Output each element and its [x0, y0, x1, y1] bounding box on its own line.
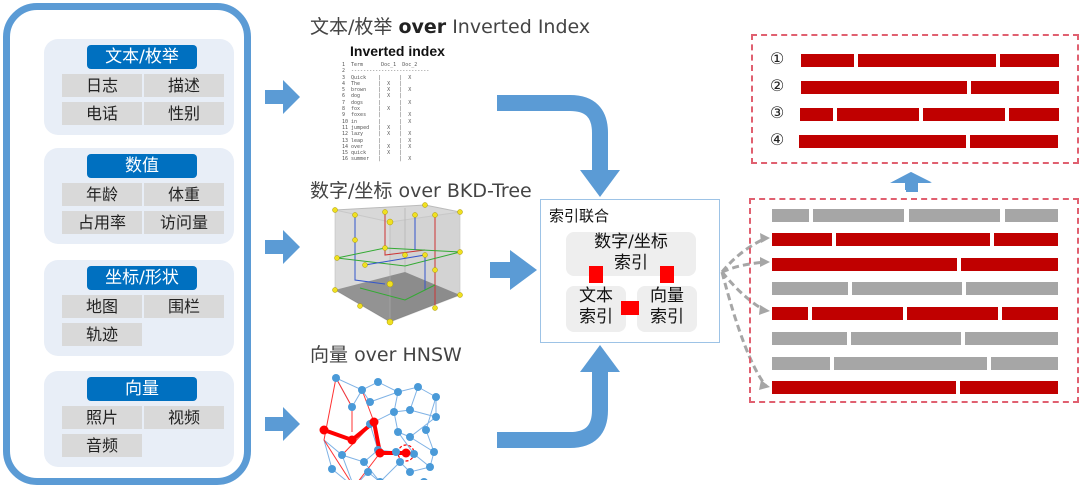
result-bar-hit — [923, 108, 1005, 121]
hnsw-figure — [319, 374, 440, 480]
vector-index: 向量 索引 — [637, 286, 697, 332]
label-cn: 数字/坐标 — [310, 180, 393, 202]
result-bar-hit — [800, 108, 833, 121]
result-bar-miss — [772, 357, 830, 370]
result-bar-hit — [960, 381, 1058, 394]
inverted-index-label: 文本/枚举 over Inverted Index — [310, 12, 590, 39]
arrow-right-icon — [265, 230, 300, 264]
result-bar-miss — [772, 282, 848, 295]
result-bar-hit — [772, 233, 832, 246]
text-index: 文本 索引 — [566, 286, 626, 332]
result-bar-hit — [837, 108, 919, 121]
result-bar-hit — [994, 233, 1058, 246]
group-title: 坐标/形状 — [87, 266, 197, 290]
type-cell: 访问量 — [144, 211, 224, 234]
result-bar-hit — [907, 307, 998, 320]
arrow-right-icon — [265, 407, 300, 441]
rank-number: ③ — [769, 103, 785, 122]
result-bar-miss — [772, 332, 847, 345]
type-cell: 轨迹 — [62, 323, 142, 346]
result-bar-hit — [1000, 54, 1059, 67]
type-cell: 性别 — [144, 102, 224, 125]
label-name: Inverted Index — [452, 16, 591, 38]
type-cell: 日志 — [62, 74, 142, 97]
bkd-nodes — [332, 202, 463, 326]
type-cell: 音频 — [62, 434, 142, 457]
result-bar-miss — [966, 282, 1058, 295]
bkd-tree-label: 数字/坐标 over BKD-Tree — [310, 176, 532, 203]
label-cn: 文本/枚举 — [310, 16, 393, 38]
final-results-panel: ① ② ③ ④ — [751, 34, 1079, 164]
label-over: over — [398, 180, 441, 202]
type-cell: 照片 — [62, 406, 142, 429]
result-bar-miss — [852, 282, 962, 295]
result-bar-hit — [1009, 108, 1059, 121]
dashed-branch-arrows — [720, 236, 768, 387]
type-cell: 电话 — [62, 102, 142, 125]
union-title: 索引联合 — [549, 207, 610, 225]
type-cell: 地图 — [62, 295, 142, 318]
rank-number: ② — [769, 76, 785, 95]
group-numeric: 数值 年龄 体重 占用率 访问量 — [44, 148, 234, 244]
type-cell: 围栏 — [144, 295, 224, 318]
index-union-box: 索引联合 数字/坐标 索引 文本 索引 向量 索引 — [540, 199, 720, 343]
result-bar-hit — [801, 54, 854, 67]
group-text-enum: 文本/枚举 日志 描述 电话 性别 — [44, 39, 234, 135]
candidate-results-panel — [749, 198, 1079, 403]
result-bar-hit — [772, 381, 956, 394]
result-bar-hit — [772, 258, 957, 271]
result-bar-hit — [836, 233, 990, 246]
type-cell: 视频 — [144, 406, 224, 429]
label-cn: 向量 — [310, 344, 349, 366]
result-bar-miss — [851, 332, 961, 345]
inverted-index-table: 1 Term Doc_1 Doc_2 2 -------------------… — [342, 62, 430, 163]
arrow-right-icon — [490, 250, 537, 290]
group-title: 向量 — [87, 377, 197, 401]
type-cell: 占用率 — [62, 211, 142, 234]
arrow-right-icon — [265, 80, 300, 114]
result-bar-miss — [772, 209, 809, 222]
data-types-panel: 文本/枚举 日志 描述 电话 性别 数值 年龄 体重 占用率 访问量 坐标/形状… — [3, 3, 251, 485]
inverted-index-figure-title: Inverted index — [350, 43, 445, 59]
group-title: 数值 — [87, 154, 197, 178]
group-vector: 向量 照片 视频 音频 — [44, 371, 234, 467]
curved-arrow-up-icon — [497, 370, 608, 448]
result-bar-hit — [961, 258, 1058, 271]
group-title: 文本/枚举 — [87, 45, 197, 69]
rank-number: ④ — [769, 130, 785, 149]
result-bar-miss — [834, 357, 987, 370]
result-bar-miss — [991, 357, 1058, 370]
numeric-geo-index: 数字/坐标 索引 — [566, 232, 696, 276]
result-bar-hit — [971, 81, 1059, 94]
hnsw-label: 向量 over HNSW — [310, 340, 462, 367]
bkd-tree-figure — [332, 202, 463, 326]
result-bar-hit — [801, 81, 967, 94]
label-name: BKD-Tree — [446, 180, 532, 202]
union-link-text — [589, 266, 603, 283]
result-bar-hit — [772, 307, 808, 320]
label-over: over — [398, 16, 447, 38]
result-bar-hit — [970, 135, 1058, 148]
result-bar-hit — [1002, 307, 1058, 320]
result-bar-miss — [909, 209, 1000, 222]
rank-number: ① — [769, 49, 785, 68]
result-bar-miss — [1005, 209, 1058, 222]
result-bar-hit — [812, 307, 903, 320]
union-link-vector — [660, 266, 674, 283]
group-geo-shape: 坐标/形状 地图 围栏 轨迹 — [44, 260, 234, 356]
result-bar-hit — [799, 135, 966, 148]
type-cell: 体重 — [144, 183, 224, 206]
result-bar-miss — [813, 209, 904, 222]
curved-arrow-down-icon — [497, 95, 608, 172]
label-over: over — [354, 344, 397, 366]
result-bar-hit — [858, 54, 996, 67]
hnsw-nodes — [328, 374, 440, 480]
type-cell: 描述 — [144, 74, 224, 97]
search-path — [323, 418, 406, 455]
result-bar-miss — [965, 332, 1058, 345]
union-link-center — [621, 301, 639, 315]
type-cell: 年龄 — [62, 183, 142, 206]
label-name: HNSW — [402, 344, 462, 366]
